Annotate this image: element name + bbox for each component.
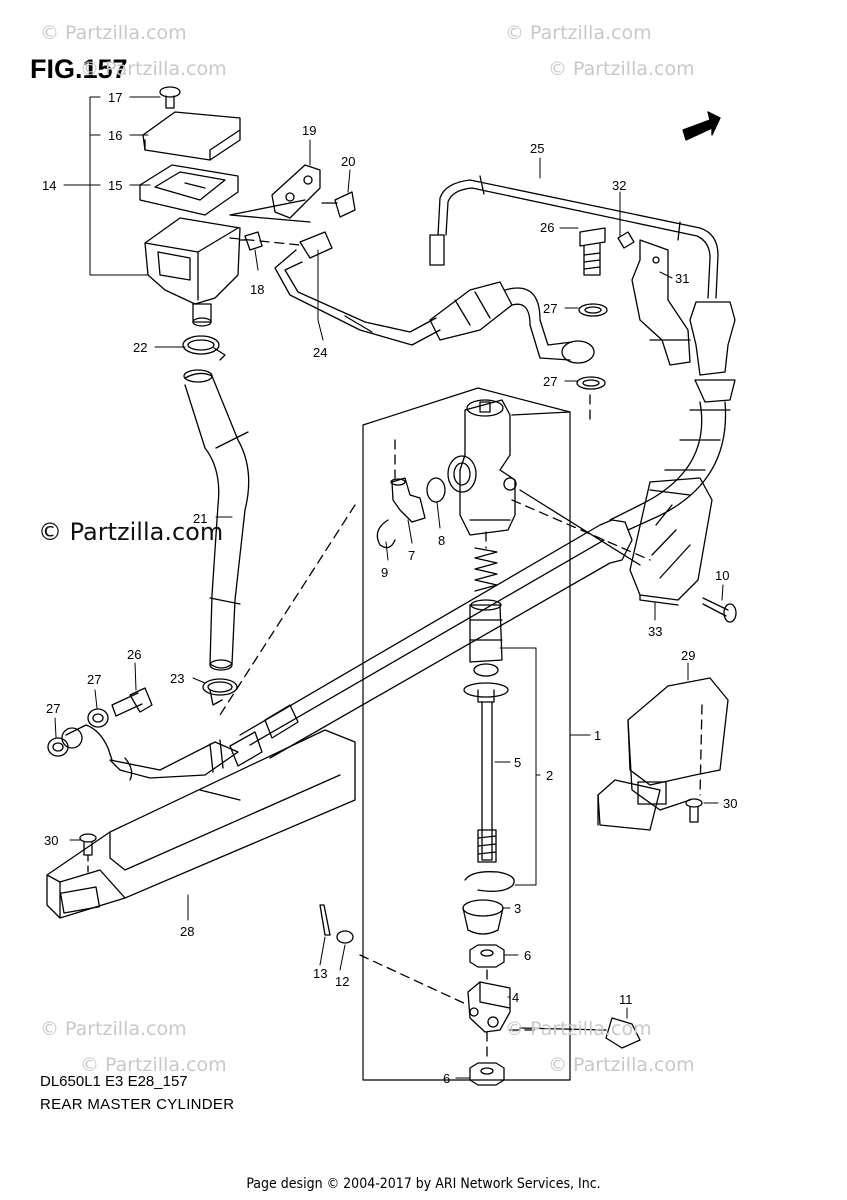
- callout-17: 17: [108, 90, 122, 105]
- figure-title: FIG.157: [30, 54, 128, 84]
- callout-13: 13: [313, 966, 327, 981]
- screw-30-left: [79, 833, 97, 876]
- bracket-31: [631, 239, 691, 366]
- model-code: DL650L1 E3 E28_157: [40, 1073, 188, 1090]
- callout-24: 24: [313, 345, 327, 360]
- callout-20: 20: [341, 154, 355, 169]
- callout-25: 25: [530, 141, 544, 156]
- watermark: © Partzilla.com: [40, 22, 187, 44]
- callout-29: 29: [681, 648, 695, 663]
- leader-lines: [54, 96, 724, 1079]
- callout-27-a: 27: [543, 301, 557, 316]
- watermark: © Partzilla.com: [505, 1018, 652, 1040]
- circlip-3: [464, 871, 515, 892]
- pipe-25: [429, 175, 736, 403]
- pushrod-5: [463, 663, 509, 863]
- bracket-33: [629, 477, 713, 606]
- bolt-10: [702, 597, 737, 623]
- watermark-logo: © Partzilla.com: [38, 518, 224, 546]
- callout-30-left: 30: [44, 833, 58, 848]
- screw-17: [159, 86, 181, 109]
- hose-connector: [429, 281, 595, 364]
- callout-15: 15: [108, 178, 122, 193]
- hose-21: [183, 369, 250, 671]
- fitting-7: [390, 477, 426, 523]
- callout-9: 9: [381, 565, 388, 580]
- washer-12: [336, 930, 354, 944]
- callout-4: 4: [512, 990, 519, 1005]
- clamp-23: [202, 678, 238, 706]
- watermark: © Partzilla.com: [548, 58, 695, 80]
- hose-28-cable: [109, 519, 633, 781]
- callout-27-d: 27: [87, 672, 101, 687]
- watermark: © Partzilla.com: [40, 1018, 187, 1040]
- bolt-26-lower: [111, 687, 153, 717]
- callout-27-c: 27: [46, 701, 60, 716]
- footer-copyright: Page design © 2004-2017 by ARI Network S…: [246, 1176, 601, 1192]
- callout-33: 33: [648, 624, 662, 639]
- pin-11: [519, 1017, 641, 1049]
- callout-19: 19: [302, 123, 316, 138]
- assembly-box: [362, 387, 571, 1081]
- hose-flex: [609, 401, 731, 531]
- callout-3: 3: [514, 901, 521, 916]
- cotter-13: [319, 904, 331, 936]
- callout-6-lower: 6: [443, 1071, 450, 1086]
- hose-24: [274, 231, 441, 346]
- callout-28: 28: [180, 924, 194, 939]
- callout-7: 7: [408, 548, 415, 563]
- callout-32: 32: [612, 178, 626, 193]
- watermark: © Partzilla.com: [80, 1054, 227, 1076]
- spring: [474, 547, 498, 592]
- callout-16: 16: [108, 128, 122, 143]
- callout-26-lower: 26: [127, 647, 141, 662]
- washer-27-b: [576, 376, 606, 390]
- callout-8: 8: [438, 533, 445, 548]
- callout-1: 1: [594, 728, 601, 743]
- callout-27-b: 27: [543, 374, 557, 389]
- diagram-name: REAR MASTER CYLINDER: [40, 1096, 235, 1113]
- bolt-18: [239, 231, 263, 251]
- watermark: © Partzilla.com: [548, 1054, 695, 1076]
- bracket-19: [229, 164, 356, 223]
- callout-26-upper: 26: [540, 220, 554, 235]
- callout-2: 2: [546, 768, 553, 783]
- washer-27-a: [578, 303, 608, 317]
- fwd-arrow-icon: [682, 111, 721, 141]
- circlip-9: [376, 519, 396, 549]
- callout-18: 18: [250, 282, 264, 297]
- callout-5: 5: [514, 755, 521, 770]
- callout-11: 11: [619, 992, 633, 1007]
- guide-lines: [219, 237, 703, 1063]
- callout-23: 23: [170, 671, 184, 686]
- callout-14: 14: [42, 178, 56, 193]
- callout-22: 22: [133, 340, 147, 355]
- piston: [469, 599, 503, 663]
- boot-3: [462, 899, 504, 935]
- cover-29: [597, 677, 729, 831]
- clevis-4: [467, 981, 511, 1033]
- clamp-22: [182, 335, 226, 361]
- bolt-26-upper: [579, 227, 606, 276]
- hose-guard-28: [46, 729, 356, 919]
- master-cylinder-body: [447, 399, 641, 566]
- washer-27-c: [47, 737, 69, 757]
- callout-12: 12: [335, 974, 349, 989]
- watermark: © Partzilla.com: [505, 22, 652, 44]
- callout-21: 21: [193, 511, 207, 526]
- bolt-32: [617, 231, 635, 249]
- callout-30-right: 30: [723, 796, 737, 811]
- oring-8: [426, 477, 446, 503]
- screw-30-right: [685, 798, 703, 823]
- callout-10: 10: [715, 568, 729, 583]
- callout-31: 31: [675, 271, 689, 286]
- nut-6-upper: [469, 944, 505, 968]
- reservoir: [139, 111, 241, 327]
- callout-6-upper: 6: [524, 948, 531, 963]
- nut-6-lower: [469, 1062, 505, 1086]
- washer-27-d: [87, 708, 109, 728]
- watermark: © Partzilla.com: [80, 58, 227, 80]
